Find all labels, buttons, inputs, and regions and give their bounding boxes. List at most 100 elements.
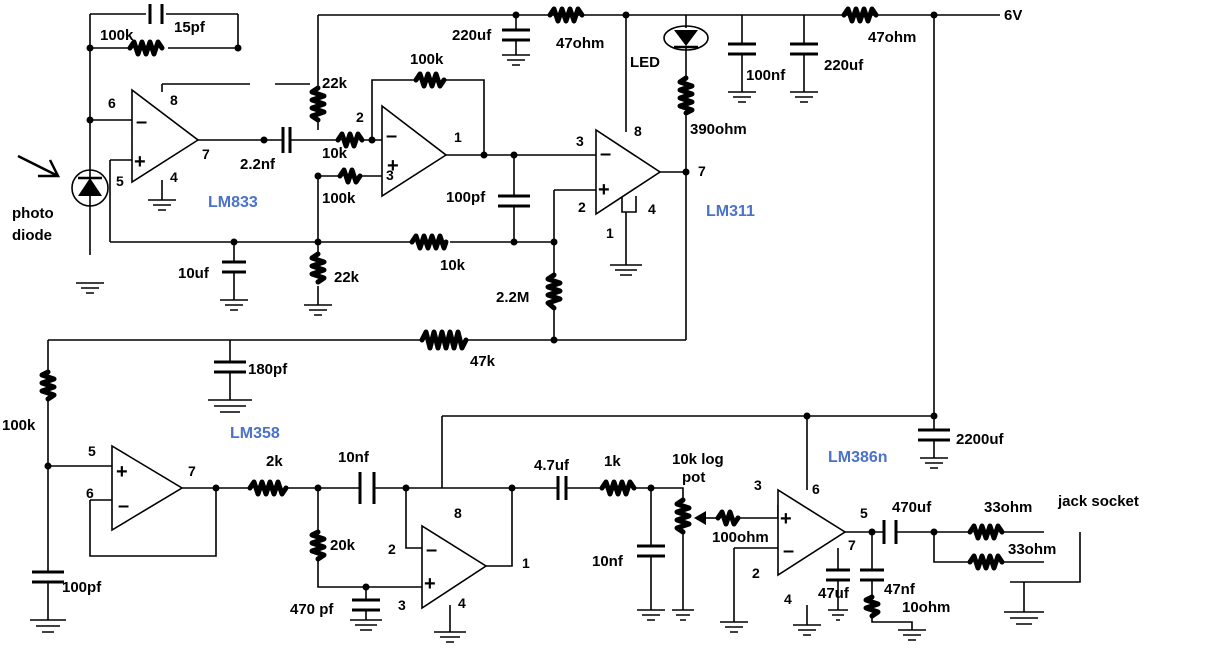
ground-icon [208,399,252,413]
label-c-100nf: 100nf [746,67,786,84]
label-c-fb1: 15pf [174,19,206,36]
svg-text:+: + [424,573,436,595]
junction-dots [44,11,938,591]
capacitor-10uf [222,260,246,274]
resistor-22k-top [309,85,327,123]
capacitors [32,4,950,612]
svg-text:+: + [134,151,146,173]
pin-label: 6 [812,481,820,497]
label-supply: 6V [1004,7,1022,24]
pin-label: 4 [170,169,178,185]
label-led: LED [630,54,660,71]
resistor-47k [419,329,469,351]
label-r-100ohm: 100ohm [712,529,769,546]
label-c-47nf: 47nf [884,581,916,598]
capacitor-10nf-b [637,544,665,558]
pin-label: 5 [88,443,96,459]
resistor-10k-in [335,131,365,149]
label-r-100k-top: 100k [410,51,444,68]
pin-label: 2 [356,109,364,125]
label-r-10k-long: 10k [440,257,466,274]
pin-label: 7 [202,146,210,162]
label-r-390: 390ohm [690,121,747,138]
capacitor-180pf [214,360,246,374]
pin-label: 8 [634,123,642,139]
svg-text:–: – [426,539,437,561]
resistor-390ohm [677,75,695,116]
svg-text:+: + [780,508,792,530]
resistor-33ohm-a [967,523,1005,541]
resistor-47ohm-a [547,6,585,24]
label-c-10nf-b: 10nf [592,553,624,570]
label-r-10ohm: 10ohm [902,599,950,616]
svg-text:–: – [136,111,147,133]
ground-icon [898,629,926,641]
resistor-100k-feedback [127,39,165,57]
pin-label: 1 [522,555,530,571]
capacitor-2200uf [918,428,950,442]
chip-label-lm358: LM358 [230,425,280,442]
pin-label: 5 [116,173,124,189]
label-c-47uf: 47uf [818,585,850,602]
chip-label-lm311: LM311 [706,203,755,220]
svg-text:+: + [387,155,399,177]
resistor-100k-bias [337,167,363,185]
label-r-33ohm-b: 33ohm [1008,541,1056,558]
pot-10k-log [674,497,692,535]
svg-text:–: – [386,125,397,147]
label-r-fb1: 100k [100,27,134,44]
chip-label-lm386: LM386n [828,449,888,466]
pin-label: 3 [576,133,584,149]
chip-labels: LM833 LM311 LM358 LM386n [208,194,888,466]
label-c-180pf: 180pf [248,361,288,378]
ground-icon [304,304,332,316]
resistor-33ohm-b [967,553,1005,571]
svg-text:–: – [783,540,794,562]
pin-label: 5 [860,505,868,521]
resistor-20k [309,529,327,562]
label-photodiode-2: diode [12,227,52,244]
label-c-2-2nf: 2.2nf [240,156,276,173]
chip-label-lm833: LM833 [208,194,258,211]
pin-label: 8 [170,92,178,108]
label-r-22k-top: 22k [322,75,348,92]
ground-icon [920,457,948,469]
pin-label: 2 [388,541,396,557]
capacitor-100pf-low [32,570,64,584]
label-photodiode-1: photo [12,205,54,222]
resistor-100ohm [715,509,741,527]
label-c-100pf-mid: 100pf [446,189,486,206]
ground-icon [637,609,665,621]
capacitor-100pf-mid [498,194,530,208]
opamp-lm833-a: –+ [131,88,200,184]
label-c-220uf-a: 220uf [452,27,492,44]
pin-label: 8 [454,505,462,521]
pin-label: 4 [648,201,656,217]
svg-text:–: – [600,143,611,165]
capacitor-47uf [826,568,850,582]
label-c-2200uf: 2200uf [956,431,1005,448]
capacitor-15pf [148,4,164,24]
jack-socket [1030,531,1044,563]
capacitor-4-7uf [556,476,568,500]
pin-label: 7 [848,537,856,553]
label-r-100k-bias: 100k [322,190,356,207]
label-c-470pf: 470 pf [290,601,334,618]
label-c-4-7uf: 4.7uf [534,457,570,474]
pin-label: 1 [454,129,462,145]
ground-icon [350,619,382,631]
light-arrow-icon [17,154,61,178]
svg-text:+: + [598,179,610,201]
label-r-2k: 2k [266,453,283,470]
label-r-47ohm-b: 47ohm [868,29,916,46]
resistor-2-2m [545,272,563,311]
ground-icon [76,282,104,294]
opamp-lm358-a: +– [111,444,184,532]
svg-text:+: + [116,461,128,483]
label-c-100pf-low: 100pf [62,579,102,596]
resistor-10k-long [409,233,449,251]
label-c-10uf: 10uf [178,265,210,282]
wires [47,13,1081,632]
resistor-22k-low [309,251,327,285]
